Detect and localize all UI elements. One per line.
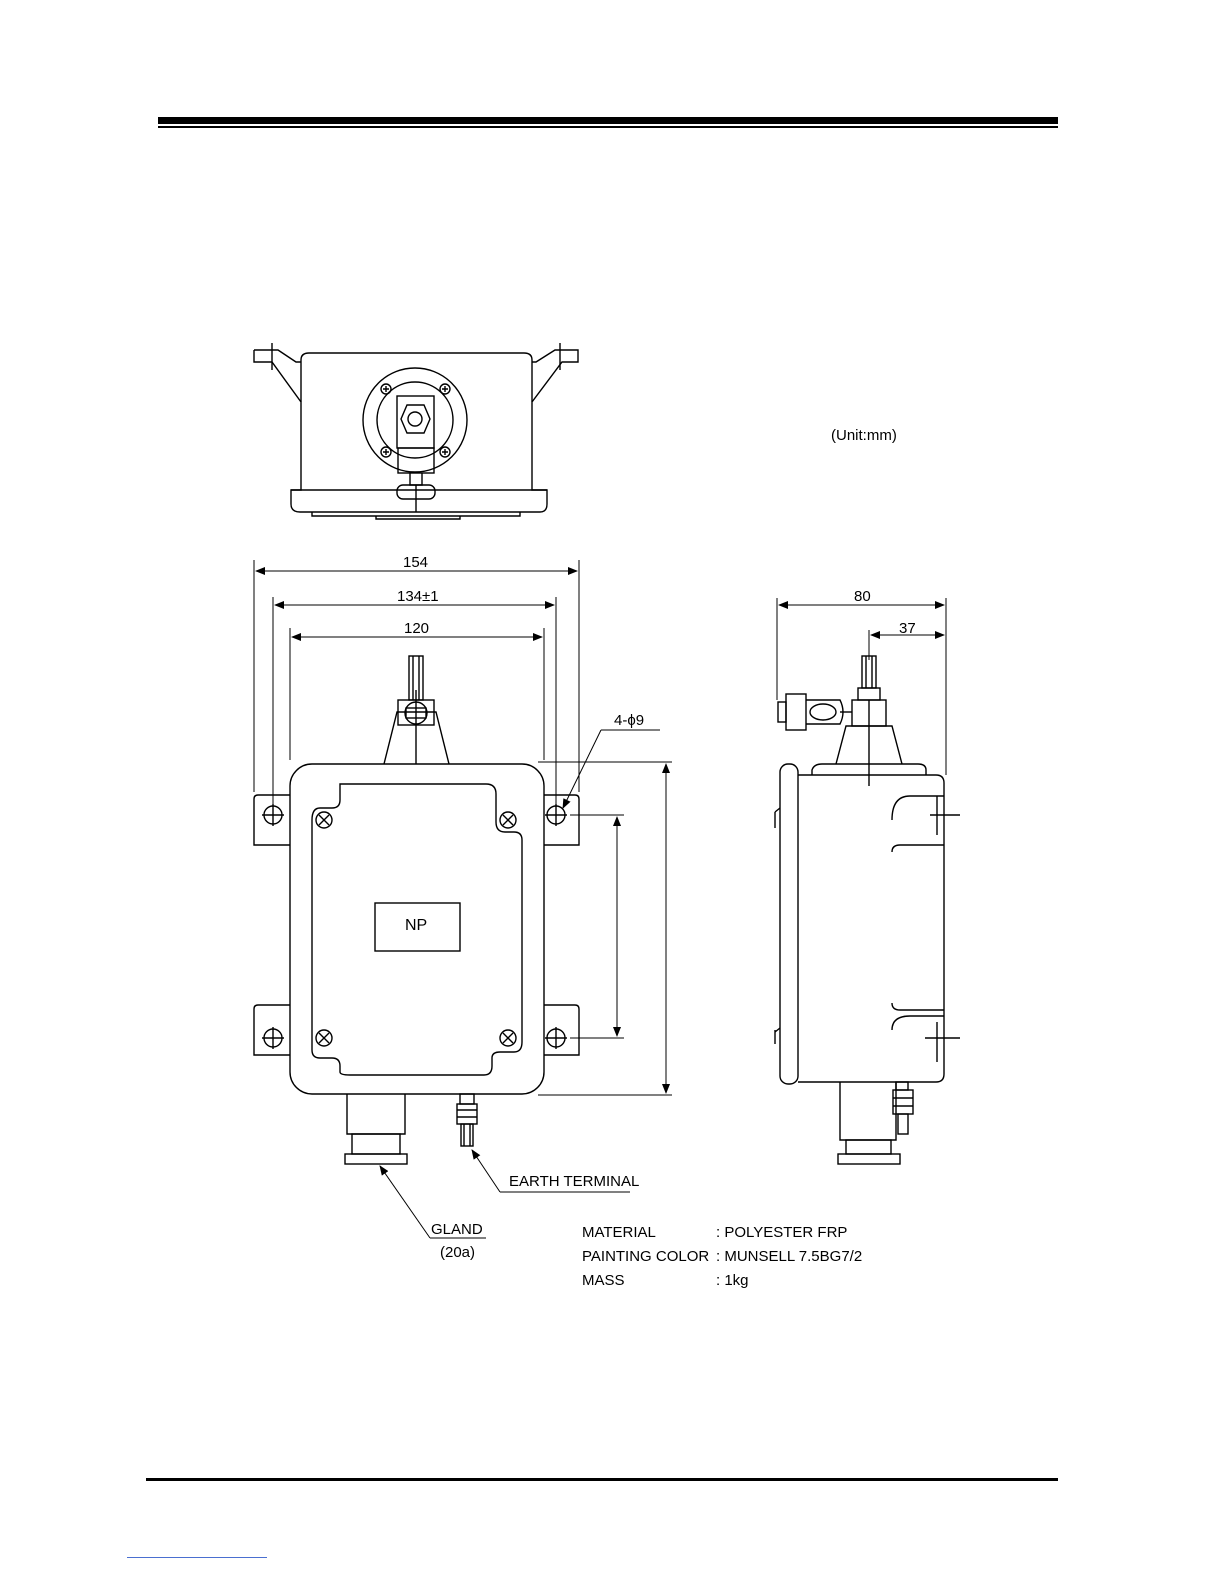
spec-value-mass: : 1kg	[716, 1273, 749, 1288]
spec-value-material: : POLYESTER FRP	[716, 1225, 847, 1240]
spec-key-painting-color: PAINTING COLOR	[582, 1249, 709, 1264]
dimension-lines	[254, 560, 946, 1238]
gland-size-label: (20a)	[440, 1245, 475, 1260]
spec-key-mass: MASS	[582, 1273, 625, 1288]
earth-terminal-label: EARTH TERMINAL	[509, 1174, 639, 1189]
unit-note: (Unit:mm)	[831, 428, 897, 443]
side-view	[775, 656, 960, 1164]
footer-rule	[146, 1478, 1058, 1481]
dim-overall-width: 154	[403, 555, 428, 570]
footer-link-underline	[127, 1557, 267, 1558]
dim-body-width: 120	[404, 621, 429, 636]
dim-side-offset: 37	[899, 621, 916, 636]
gland-label: GLAND	[431, 1222, 483, 1237]
spec-value-painting-color: : MUNSELL 7.5BG7/2	[716, 1249, 862, 1264]
nameplate-label: NP	[405, 918, 427, 934]
top-view	[254, 343, 578, 519]
spec-key-material: MATERIAL	[582, 1225, 656, 1240]
dim-hole-callout: 4-ϕ9	[614, 713, 644, 728]
dim-mounting-pitch: 134±1	[397, 589, 439, 604]
front-view	[254, 656, 579, 1164]
dim-side-depth: 80	[854, 589, 871, 604]
